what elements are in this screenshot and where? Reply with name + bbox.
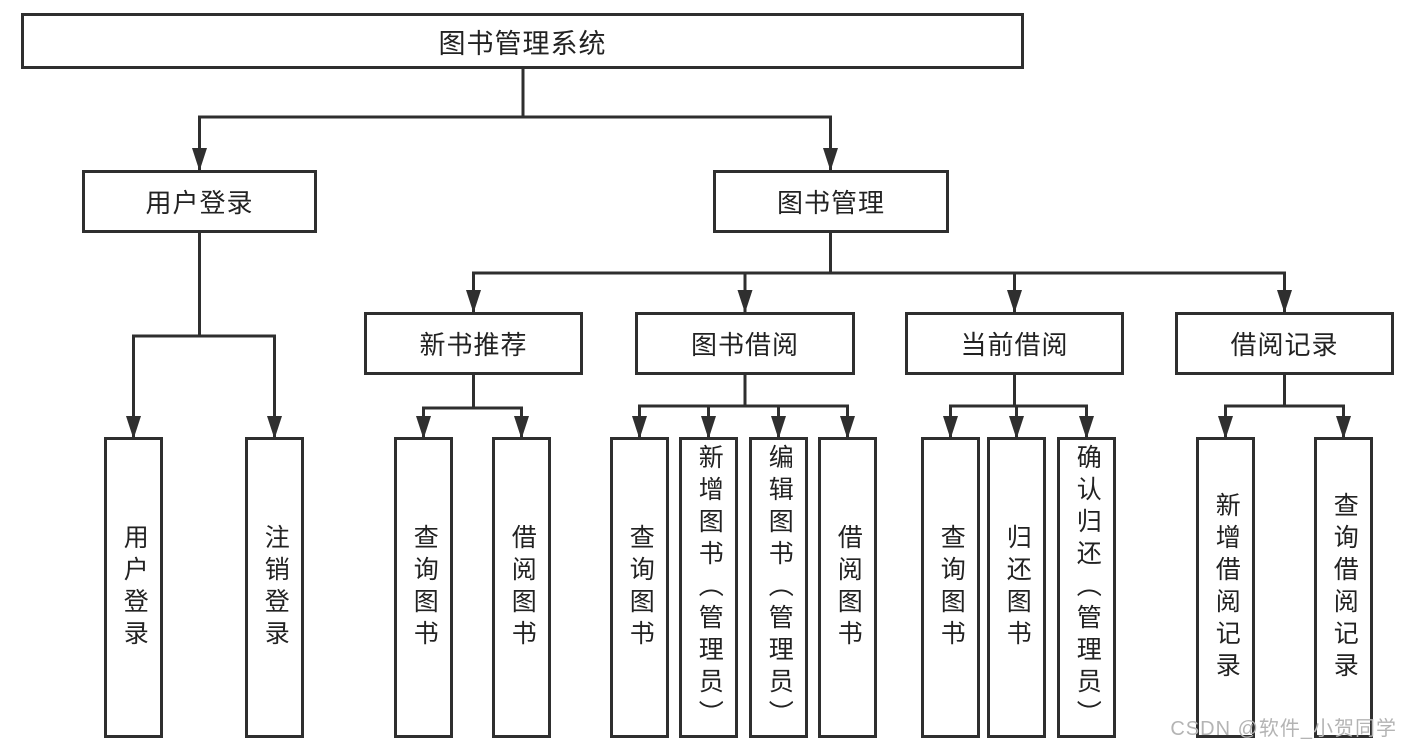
leaf-add-borrow-record: 新增借阅记录	[1196, 437, 1255, 738]
node-book-management-label: 图书管理	[776, 188, 885, 218]
node-root-label: 图书管理系统	[438, 28, 607, 59]
leaf-logout-login: 注销登录	[245, 437, 304, 738]
connectors-user-login	[126, 229, 282, 441]
node-user-login-label: 用户登录	[145, 188, 254, 218]
leaf-add-book-admin: 新增图书（管理员）	[679, 437, 738, 738]
leaf-query-books-current-label: 查询图书	[937, 523, 966, 652]
leaf-query-books-borrow: 查询图书	[610, 437, 669, 738]
node-book-borrow: 图书借阅	[635, 312, 855, 375]
leaf-user-login-label: 用户登录	[120, 523, 149, 652]
leaf-return-books-label: 归还图书	[1003, 523, 1032, 652]
node-book-borrow-label: 图书借阅	[690, 330, 799, 360]
node-book-management: 图书管理	[713, 170, 949, 233]
node-current-borrow-label: 当前借阅	[960, 330, 1069, 360]
leaf-query-borrow-record: 查询借阅记录	[1314, 437, 1373, 738]
csdn-watermark: CSDN @软件_小贺同学	[1170, 718, 1397, 740]
leaf-query-books-recommend: 查询图书	[394, 437, 453, 738]
leaf-confirm-return-admin-label: 确认归还（管理员）	[1073, 443, 1102, 732]
leaf-edit-book-admin-label: 编辑图书（管理员）	[765, 443, 794, 732]
connectors-borrow-records	[1218, 371, 1351, 441]
node-user-login: 用户登录	[82, 170, 317, 233]
leaf-query-books-borrow-label: 查询图书	[626, 523, 655, 652]
connectors-new-book-recommend	[416, 371, 529, 441]
leaf-borrow-books-recommend-label: 借阅图书	[508, 523, 537, 652]
leaf-query-borrow-record-label: 查询借阅记录	[1330, 491, 1359, 684]
node-new-book-recommend: 新书推荐	[364, 312, 583, 375]
leaf-borrow-books-recommend: 借阅图书	[492, 437, 551, 738]
connectors-book-management	[466, 229, 1292, 315]
node-borrow-records: 借阅记录	[1175, 312, 1394, 375]
connectors-current-borrow	[943, 371, 1094, 441]
connectors-book-borrow	[632, 371, 855, 441]
leaf-logout-login-label: 注销登录	[261, 523, 290, 652]
leaf-query-books-current: 查询图书	[921, 437, 980, 738]
leaf-borrow-books: 借阅图书	[818, 437, 877, 738]
node-root: 图书管理系统	[21, 13, 1024, 69]
leaf-add-book-admin-label: 新增图书（管理员）	[695, 443, 724, 732]
leaf-borrow-books-label: 借阅图书	[834, 523, 863, 652]
leaf-confirm-return-admin: 确认归还（管理员）	[1057, 437, 1116, 738]
leaf-user-login: 用户登录	[104, 437, 163, 738]
leaf-edit-book-admin: 编辑图书（管理员）	[749, 437, 808, 738]
leaf-add-borrow-record-label: 新增借阅记录	[1212, 491, 1241, 684]
leaf-return-books: 归还图书	[987, 437, 1046, 738]
connectors-root	[192, 65, 838, 173]
node-current-borrow: 当前借阅	[905, 312, 1124, 375]
node-borrow-records-label: 借阅记录	[1230, 330, 1339, 360]
node-new-book-recommend-label: 新书推荐	[419, 330, 528, 360]
leaf-query-books-recommend-label: 查询图书	[410, 523, 439, 652]
